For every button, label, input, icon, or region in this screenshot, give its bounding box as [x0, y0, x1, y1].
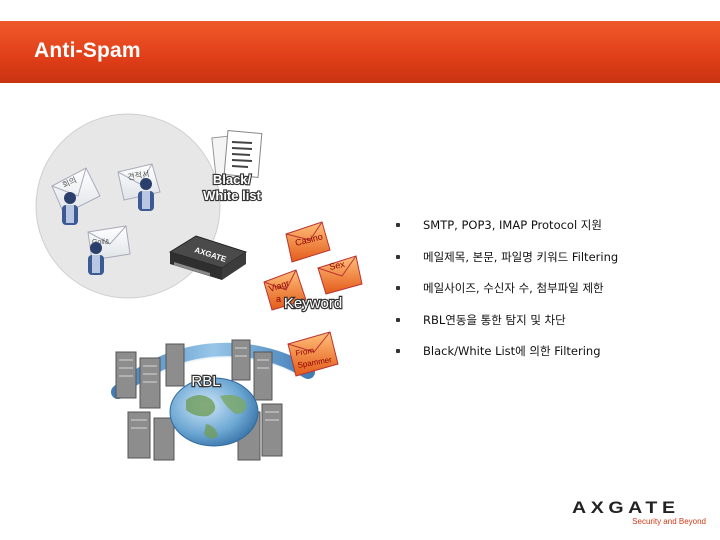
spam-envelope-icon: [285, 221, 331, 263]
list-item: SMTP, POP3, IMAP Protocol 지원: [396, 218, 706, 250]
bullet-icon: [396, 286, 400, 290]
bullet-icon: [396, 254, 400, 259]
list-item: RBL연동을 통한 탐지 및 차단: [396, 313, 706, 345]
keyword-label: Keyword: [284, 295, 342, 312]
feature-text: SMTP, POP3, IMAP Protocol 지원: [423, 218, 602, 232]
bullet-icon: [396, 349, 400, 353]
spam-envelope-icon: [287, 331, 339, 377]
rbl-label: RBL: [191, 373, 220, 390]
user-icon: [88, 242, 104, 275]
feature-text: RBL연동을 통한 탐지 및 차단: [423, 312, 566, 327]
envelope-word-golf: Golf&: [92, 239, 110, 246]
spam-envelope-icon: [317, 255, 363, 295]
logo-tagline: Security and Beyond: [632, 517, 706, 526]
feature-text: Black/White List에 의한 Filtering: [423, 344, 601, 358]
spam-envelope-icon: [263, 269, 307, 311]
document-stack-icon: [211, 130, 263, 181]
title-bar: Anti-Spam: [0, 21, 720, 83]
bullet-icon: [396, 317, 400, 322]
user-icon: [62, 192, 78, 225]
globe-icon: [169, 377, 259, 447]
feature-text: 메일사이즈, 수신자 수, 첨부파일 제한: [423, 281, 604, 295]
black-white-list-label-line2: White list: [203, 188, 261, 203]
list-item: 메일제목, 본문, 파일명 키워드 Filtering: [396, 250, 706, 282]
firewall-appliance-icon: [168, 235, 248, 280]
envelope-word-from: From: [295, 346, 315, 358]
flow-arc: [111, 342, 315, 399]
server-rack-icon: [115, 339, 283, 461]
server-rack-detail: [119, 347, 279, 429]
feature-list: SMTP, POP3, IMAP Protocol 지원 메일제목, 본문, 파…: [396, 218, 706, 376]
feature-text: 메일제목, 본문, 파일명 키워드 Filtering: [423, 249, 619, 264]
list-item: 메일사이즈, 수신자 수, 첨부파일 제한: [396, 281, 706, 313]
page-title: Anti-Spam: [34, 39, 141, 62]
mail-envelope-icon: [51, 167, 101, 215]
logo-wordmark: AXGATE: [572, 498, 680, 517]
user-icon: [138, 178, 154, 211]
envelope-word-a: a: [276, 294, 281, 304]
bullet-icon: [396, 223, 400, 227]
black-white-list-label-line1: Black/: [213, 172, 252, 187]
company-logo: AXGATE Security and Beyond: [572, 499, 708, 530]
list-item: Black/White List에 의한 Filtering: [396, 344, 706, 376]
envelope-word-sex: Sex: [328, 259, 346, 272]
